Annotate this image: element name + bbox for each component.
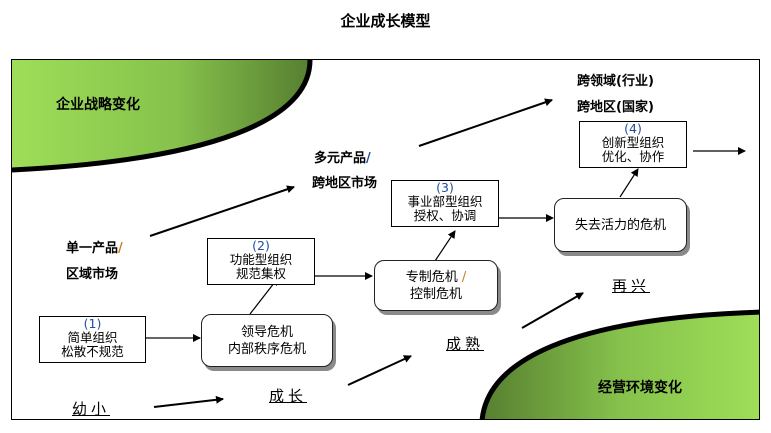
org-name: 功能型组织 (229, 252, 293, 267)
org-box-functional: (2) 功能型组织 规范集权 (207, 238, 315, 285)
separator: / (366, 151, 371, 166)
strategy-region (12, 60, 310, 170)
separator: / (461, 269, 467, 285)
org-desc: 规范集权 (235, 266, 286, 281)
org-box-innovative: (4) 创新型组织 优化、协作 (579, 121, 687, 168)
strategy-stage-3-line2: 跨地区(国家) (577, 100, 654, 115)
org-desc: 优化、协作 (601, 149, 665, 164)
strategy-stage-2-line2: 跨地区市场 (312, 176, 378, 191)
diagram-title: 企业成长模型 (340, 12, 431, 30)
crisis-line2: 控制危机 (409, 286, 462, 302)
strategy-stage-2: 多元产品/ (314, 147, 371, 166)
crisis-line1: 专制危机 / (375, 269, 497, 286)
growth-stage-infancy: 幼小 (72, 400, 111, 418)
org-name: 事业部型组织 (407, 194, 483, 209)
crisis-line1: 失去活力的危机 (574, 217, 666, 233)
arrow-crisis3-org4 (619, 168, 639, 198)
strategy-region-edge (12, 60, 313, 173)
org-number: (2) (252, 238, 270, 253)
environment-region-label: 经营环境变化 (598, 380, 682, 396)
strategy-region-label: 企业战略变化 (56, 97, 140, 113)
arrow-stage-1 (153, 395, 224, 408)
crisis-box-leadership: 领导危机 内部秩序危机 (201, 314, 333, 367)
arrow-stage-3 (521, 292, 584, 329)
org-number: (1) (83, 316, 102, 331)
growth-stage-maturity: 成熟 (446, 335, 485, 353)
environment-region-edge (479, 309, 759, 419)
environment-region (482, 312, 759, 419)
strategy-stage-1: 单一产品/ (66, 237, 123, 256)
crisis-line1: 领导危机 (240, 324, 293, 340)
crisis-box-vitality: 失去活力的危机 (554, 198, 687, 252)
arrow-strategy-1 (149, 185, 295, 237)
diagram-canvas (12, 60, 759, 419)
diagram-frame: 企业战略变化 经营环境变化 单一产品/ 区域市场 多元产品/ 跨地区市场 跨领域… (11, 59, 760, 420)
org-name: 创新型组织 (601, 135, 665, 150)
crisis-box-autonomy: 专制危机 / 控制危机 (374, 260, 498, 311)
strategy-stage-3-line1: 跨领域(行业) (577, 74, 654, 89)
org-number: (3) (436, 180, 454, 195)
separator: / (118, 241, 123, 256)
org-desc: 授权、协调 (413, 208, 477, 223)
org-box-simple: (1) 简单组织 松散不规范 (39, 316, 146, 363)
growth-stage-revival: 再兴 (612, 277, 651, 295)
org-box-divisional: (3) 事业部型组织 授权、协调 (391, 180, 499, 227)
growth-stage-growth: 成长 (269, 387, 308, 405)
org-desc: 松散不规范 (61, 344, 124, 359)
strategy-stage-2-line1: 多元产品 (314, 151, 367, 166)
strategy-stage-1-line2: 区域市场 (66, 267, 119, 282)
arrow-crisis2-org3 (434, 230, 456, 262)
arrow-stage-2 (347, 355, 412, 386)
crisis-line2: 内部秩序危机 (227, 341, 306, 357)
strategy-stage-1-line1: 单一产品 (66, 241, 119, 256)
arrow-strategy-2 (418, 98, 553, 147)
org-name: 简单组织 (67, 330, 118, 345)
org-number: (4) (624, 121, 642, 136)
crisis-line1-text: 专制危机 (405, 269, 458, 285)
